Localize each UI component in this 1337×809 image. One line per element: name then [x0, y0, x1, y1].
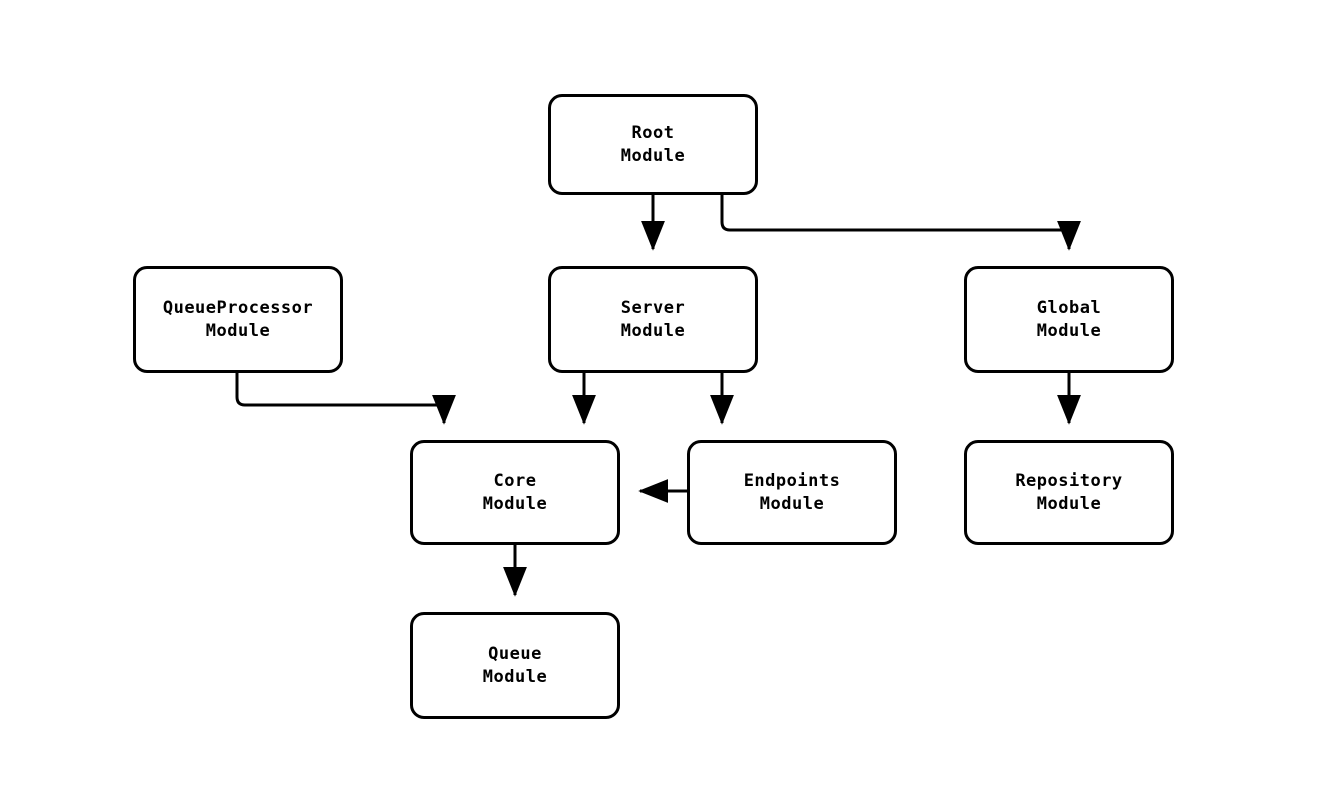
edge-queueprocessor-to-core — [235, 373, 456, 425]
node-label-name: Endpoints — [743, 470, 841, 491]
node-label-suffix: Module — [482, 493, 548, 514]
node-label-name: Queue — [488, 643, 542, 664]
node-label-suffix: Module — [1036, 493, 1102, 514]
node-label-suffix: Module — [1036, 320, 1102, 341]
node-label-name: Repository — [1015, 470, 1123, 491]
edges-group — [235, 195, 1081, 597]
node-label-name: Server — [620, 297, 686, 318]
node-label-suffix: Module — [620, 320, 686, 341]
node-label-suffix: Module — [482, 666, 548, 687]
node-label-name: Global — [1036, 297, 1102, 318]
node-label-name: Core — [493, 470, 537, 491]
node-label-suffix: Module — [759, 493, 825, 514]
node-label-name: QueueProcessor — [162, 297, 314, 318]
node-label-name: Root — [631, 122, 675, 143]
node-label-suffix: Module — [620, 145, 686, 166]
edge-root-to-global — [720, 195, 1081, 251]
node-label-suffix: Module — [205, 320, 271, 341]
